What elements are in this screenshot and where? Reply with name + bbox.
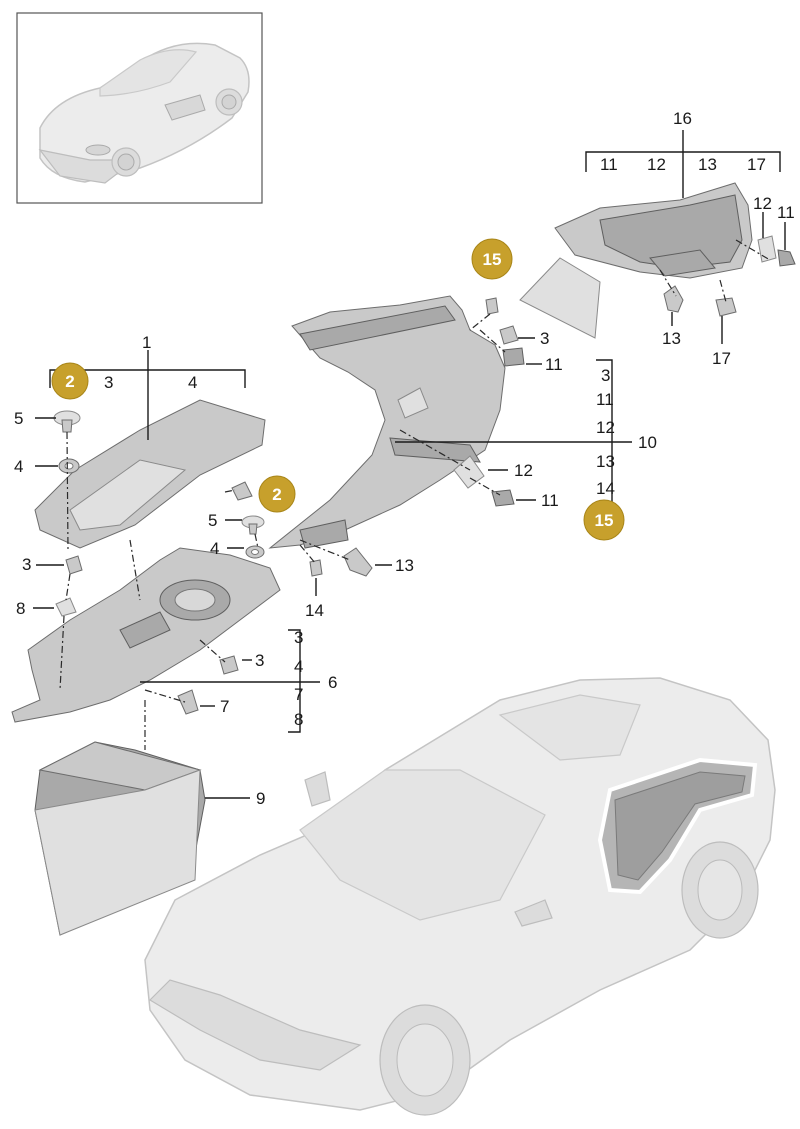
- part-14-clip[interactable]: [309, 559, 323, 577]
- part-13-pin-rear[interactable]: [663, 285, 684, 313]
- callout-6-sub-7: 7: [294, 685, 303, 704]
- part-3-clip-left[interactable]: [65, 555, 83, 575]
- callout-17: 17: [712, 349, 731, 368]
- callout-4-upper: 4: [14, 457, 23, 476]
- callout-13-rear: 13: [662, 329, 681, 348]
- part-17-clip-rear[interactable]: [715, 297, 737, 317]
- part-10-pillar-trim[interactable]: [268, 295, 506, 549]
- badge-2-top: 2: [51, 362, 89, 400]
- part-1-console-lid[interactable]: [34, 399, 266, 549]
- part-2-insert[interactable]: [231, 481, 253, 501]
- callout-5-lower: 5: [208, 511, 217, 530]
- part-4-grommet-lower[interactable]: [245, 545, 265, 559]
- part-3-clip-frame[interactable]: [219, 655, 239, 675]
- badge-2-right: 2: [258, 475, 296, 513]
- badge-15-top: 15: [471, 238, 513, 280]
- callout-7: 7: [220, 697, 229, 716]
- callout-10-sub-12: 12: [596, 418, 615, 437]
- callout-16-sub-11: 11: [600, 155, 618, 174]
- callout-16-sub-13: 13: [698, 155, 717, 174]
- callout-16-sub-17: 17: [747, 155, 766, 174]
- callout-4-group1: 4: [188, 373, 197, 392]
- badge-15-right: 15: [583, 499, 625, 541]
- part-11-nut-rear[interactable]: [777, 249, 796, 267]
- callout-14: 14: [305, 601, 324, 620]
- callout-6-sub-3: 3: [294, 628, 303, 647]
- part-8-nut[interactable]: [55, 597, 77, 617]
- callout-12-rear: 12: [753, 194, 772, 213]
- callout-11-upper: 11: [545, 355, 563, 374]
- part-11-nut-upper[interactable]: [502, 347, 525, 367]
- callout-10: 10: [638, 433, 657, 452]
- part-6-console-frame[interactable]: [11, 547, 281, 723]
- svg-text:15: 15: [595, 511, 614, 530]
- part-13-pin-mid[interactable]: [343, 547, 373, 577]
- callout-11-mid: 11: [541, 491, 559, 510]
- callout-8: 8: [16, 599, 25, 618]
- callout-9: 9: [256, 789, 265, 808]
- callout-12-mid: 12: [514, 461, 533, 480]
- part-3-clip-upper[interactable]: [499, 325, 519, 345]
- callout-16-sub-12: 12: [647, 155, 666, 174]
- part-5-button-lower[interactable]: [241, 515, 265, 535]
- callout-3-group1: 3: [104, 373, 113, 392]
- callout-4-lower: 4: [210, 539, 219, 558]
- part-9-storage-bin[interactable]: [34, 741, 206, 936]
- callout-16: 16: [673, 109, 692, 128]
- callout-3-frame: 3: [255, 651, 264, 670]
- part-4-grommet-upper[interactable]: [58, 458, 80, 474]
- part-11-nut-mid[interactable]: [491, 489, 515, 507]
- callout-10-sub-14: 14: [596, 479, 615, 498]
- callout-3-upper: 3: [540, 329, 549, 348]
- part-5-button-upper[interactable]: [53, 410, 81, 433]
- callout-3-left: 3: [22, 555, 31, 574]
- svg-text:2: 2: [65, 372, 74, 391]
- callout-6: 6: [328, 673, 337, 692]
- callout-5-upper: 5: [14, 409, 23, 428]
- callout-10-sub-3: 3: [601, 366, 610, 385]
- callout-1: 1: [142, 333, 151, 352]
- svg-text:2: 2: [272, 485, 281, 504]
- part-12-clip-mid[interactable]: [453, 455, 485, 489]
- callout-6-sub-4: 4: [294, 657, 303, 676]
- svg-text:15: 15: [483, 250, 502, 269]
- callout-6-sub-8: 8: [294, 710, 303, 729]
- callout-11-rear: 11: [777, 203, 795, 222]
- part-15-screw[interactable]: [485, 297, 499, 315]
- callout-10-sub-13: 13: [596, 452, 615, 471]
- part-7-pin[interactable]: [177, 689, 199, 715]
- callout-13-mid: 13: [395, 556, 414, 575]
- part-16-rear-trim[interactable]: [519, 182, 753, 339]
- callout-10-sub-11: 11: [596, 390, 614, 409]
- thumbnail-vehicle[interactable]: [16, 12, 263, 204]
- main-vehicle[interactable]: [144, 677, 776, 1116]
